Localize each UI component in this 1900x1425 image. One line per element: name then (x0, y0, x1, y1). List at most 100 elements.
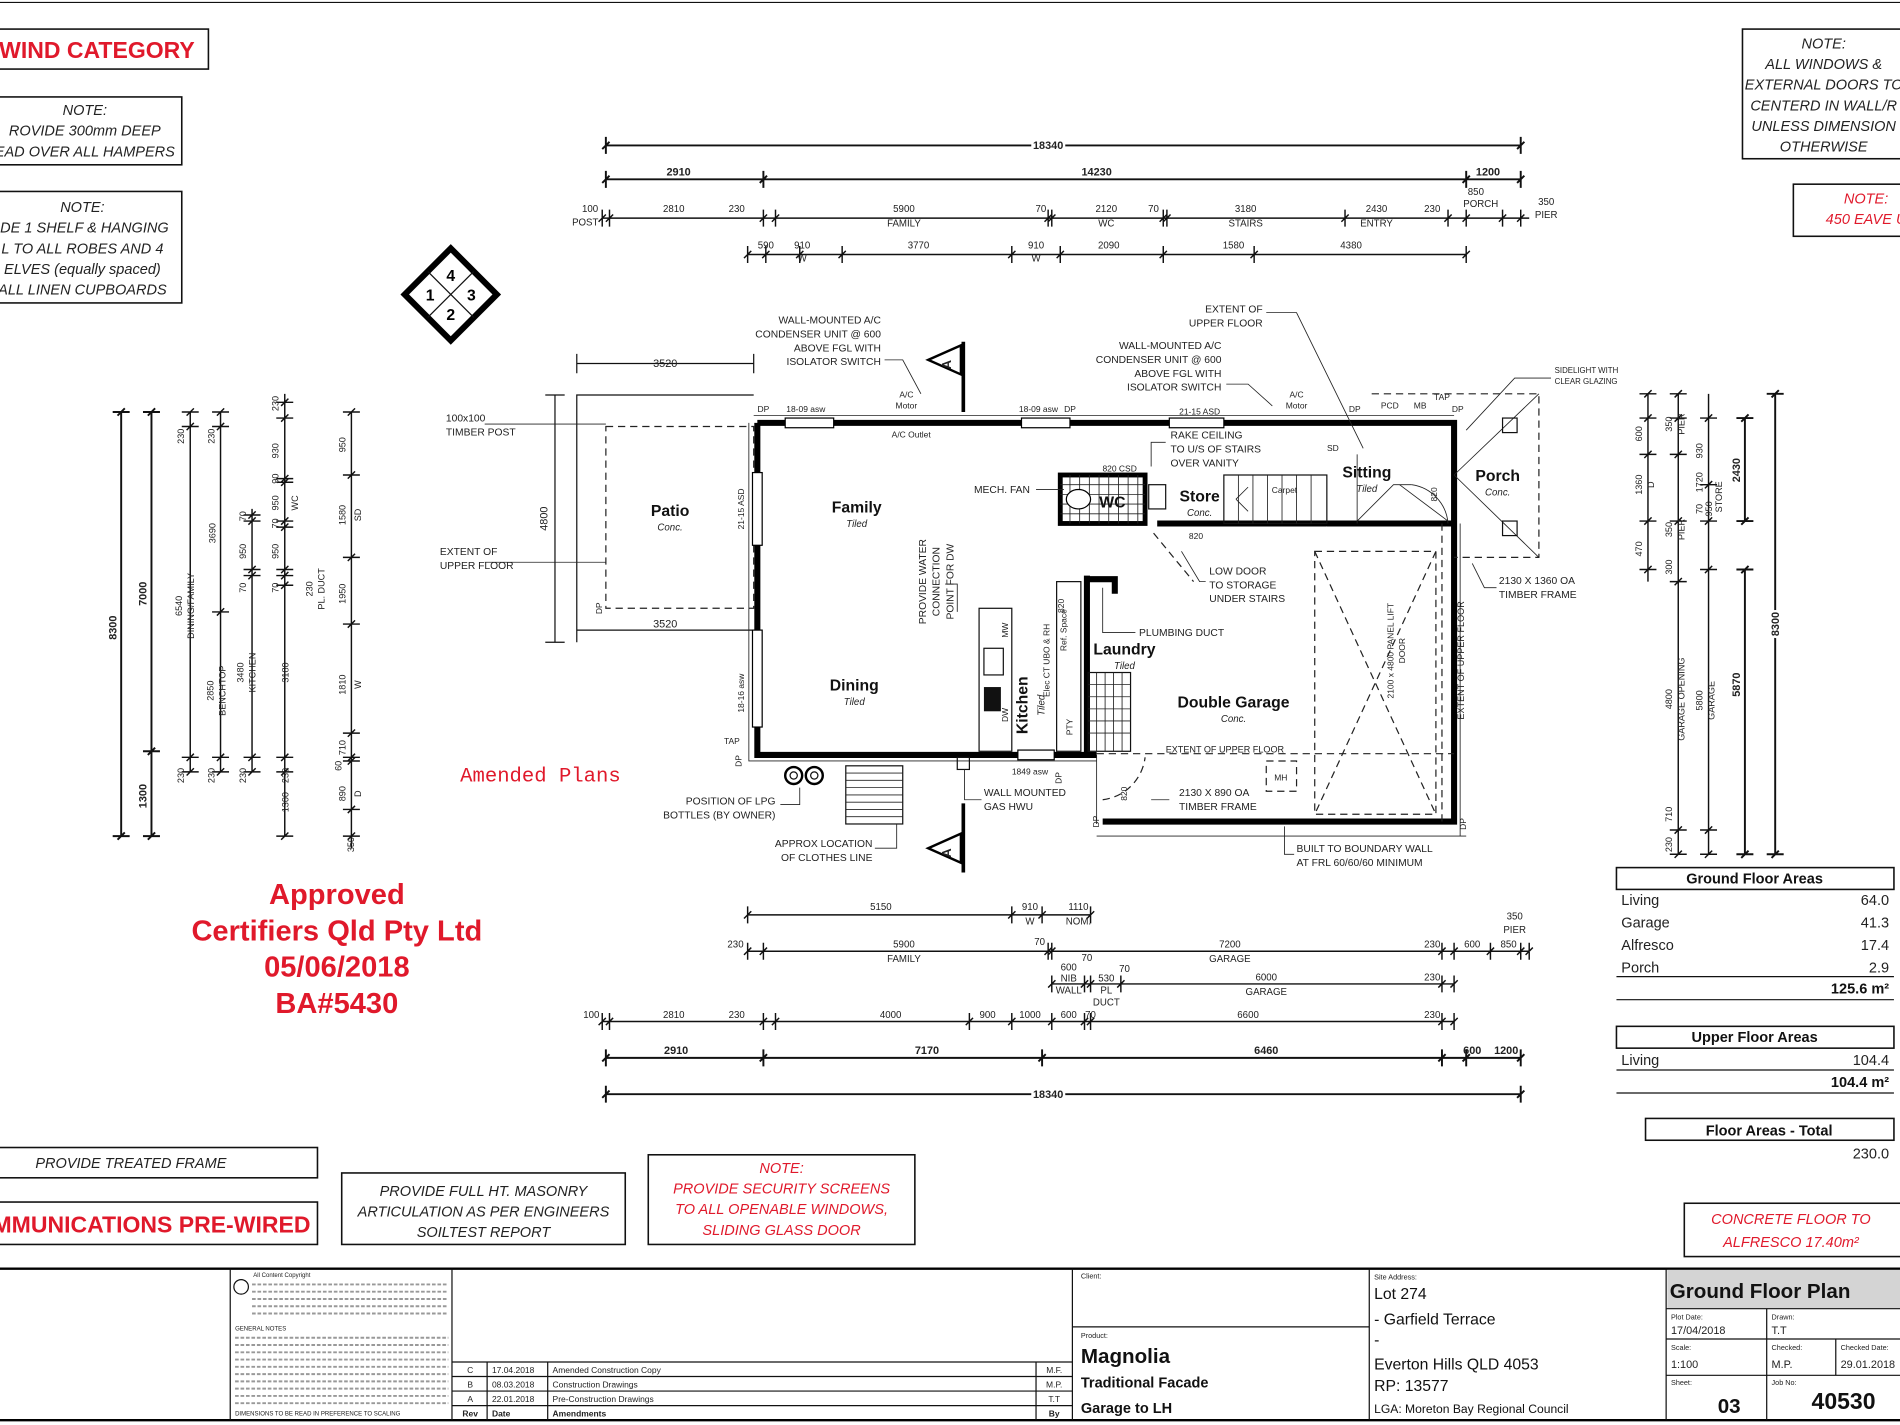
drawn-by: T.T (1772, 1325, 1787, 1337)
lpg-bottles-icon (783, 765, 824, 786)
dimension-label: 1720 (1694, 472, 1704, 492)
windows-note-text: ALL WINDOWS & (1764, 57, 1882, 73)
product-name: Magnolia (1081, 1345, 1171, 1368)
plan-small-label: 18-09 asw (1019, 404, 1059, 414)
area-row-label: Porch (1621, 960, 1659, 976)
dimension-label: GARAGE (1707, 681, 1717, 720)
dimension-label: STORE (1714, 481, 1724, 512)
dimension-label: 70 (1035, 204, 1046, 215)
dimension-label: 5800 (1694, 690, 1704, 710)
stairs (1223, 474, 1328, 525)
dimension-label: 2910 (666, 167, 690, 179)
plan-annotation: PROVIDE WATER (918, 539, 929, 624)
room-double-garage-name: Double Garage (1178, 695, 1290, 712)
site-address-label: Site Address: (1374, 1273, 1417, 1282)
dimension-label: 230 (271, 396, 281, 411)
dimension-label: GARAGE (1246, 987, 1288, 998)
plan-small-label: 1849 asw (1012, 766, 1049, 776)
dimension-label: 70 (238, 583, 248, 593)
dimension-label: 70 (1148, 204, 1159, 215)
robes-note-text: NOTE: (60, 200, 104, 216)
area-row-label: Garage (1621, 916, 1669, 932)
dimension-line (1639, 389, 1657, 582)
dimension-label: 600 (1061, 1010, 1078, 1021)
area-row-label: Living (1621, 1053, 1659, 1069)
plan-small-label: DP (1053, 772, 1063, 784)
dimension-label: 2120 (1096, 204, 1118, 215)
dimension-label: 70 (1034, 937, 1045, 948)
section-marker-label: A (939, 848, 954, 858)
dimension-label: 850 (1468, 187, 1485, 198)
dimension-label: W (353, 680, 363, 689)
dimension-label: 1000 (1019, 1010, 1041, 1021)
plan-small-label: 3520 (653, 619, 677, 631)
dimension-label: 350 (1664, 417, 1674, 432)
dimension-label: 230 (729, 1010, 746, 1021)
revision-cell: M.P. (1046, 1379, 1062, 1389)
area-row-value: 17.4 (1861, 938, 1889, 954)
hampers-note-box (0, 96, 183, 166)
plan-small-label: 820 (1189, 531, 1203, 541)
drawn-label: Drawn: (1772, 1313, 1795, 1322)
plan-annotation: OF CLOTHES LINE (781, 853, 873, 864)
dimension-label: 890 (337, 786, 347, 801)
revision-cell: B (467, 1379, 473, 1389)
plan-small-label: 820 (1119, 786, 1129, 800)
dimension-label: 230 (206, 768, 216, 783)
client-label: Client: (1081, 1271, 1102, 1280)
door-swing (1102, 532, 1195, 801)
plot-date-label: Plot Date: (1671, 1313, 1703, 1322)
dimension-label: D (1646, 481, 1656, 488)
wind-category-label: WIND CATEGORY (0, 37, 195, 63)
robes-note-text: ELVES (equally spaced) (4, 262, 161, 278)
dimension-label: 710 (337, 740, 347, 755)
dimension-label: W (798, 254, 808, 265)
window (784, 417, 835, 429)
laundry-wall (1083, 575, 1118, 755)
dimension-label: D (353, 790, 363, 797)
dimension-label: 2090 (1098, 240, 1120, 251)
dimension-label: WC (290, 495, 300, 511)
dimension-line (598, 209, 1530, 227)
compass-icon (400, 244, 502, 345)
floor-areas-total-box (1644, 1117, 1895, 1142)
dimension-label: 6600 (1237, 1010, 1259, 1021)
plan-small-label: DP (594, 602, 604, 614)
dimension-label: 1580 (337, 505, 347, 525)
sheet-label: Sheet: (1671, 1378, 1692, 1387)
dimension-label: STAIRS (1229, 219, 1264, 230)
dimension-label: 950 (271, 495, 281, 510)
communications-box (0, 1201, 319, 1246)
plan-annotation: AT FRL 60/60/60 MINIMUM (1297, 858, 1423, 869)
job-number: 40530 (1812, 1388, 1876, 1414)
checked-label: Checked: (1772, 1343, 1803, 1352)
robes-note-text: ALL LINEN CUPBOARDS (0, 282, 167, 298)
plan-small-label: DP (1349, 404, 1361, 414)
revision-header: Date (492, 1409, 511, 1419)
room-kitchen-name: Kitchen (1015, 676, 1032, 734)
dimension-label: 3690 (208, 523, 218, 543)
checked-date-label: Checked Date: (1841, 1343, 1889, 1352)
dimension-label: 230 (176, 429, 186, 444)
plan-annotation: 2100 x 4800 PANEL LIFT (1385, 603, 1395, 699)
compass-number: 3 (467, 288, 476, 305)
hampers-note-text: NOTE: (63, 103, 107, 119)
masonry-note-text: PROVIDE FULL HT. MASONRY (380, 1184, 589, 1200)
plan-small-label: 21-15 ASD (736, 488, 746, 529)
windows-note-text: EXTERNAL DOORS TO (1745, 78, 1900, 94)
room-wc-name: WC (1099, 495, 1125, 512)
dimension-label: 600 (1061, 963, 1078, 974)
plan-annotation: TIMBER POST (446, 428, 516, 439)
plan-annotation: TO U/S OF STAIRS (1171, 445, 1262, 456)
dimension-line (601, 136, 1526, 154)
dimension-label: 1810 (337, 675, 347, 695)
ground-floor-total: 125.6 m² (1831, 982, 1889, 998)
upper-floor-areas-title: Upper Floor Areas (1691, 1030, 1817, 1046)
revision-cell: 22.01.2018 (492, 1394, 535, 1404)
dimension-label: 910 (794, 240, 811, 251)
dimension-line (743, 906, 1095, 924)
patio-outline (576, 394, 754, 643)
plan-annotation: TO STORAGE (1209, 580, 1276, 591)
dimension-label: SD (353, 508, 363, 521)
clothes-line (845, 765, 904, 825)
